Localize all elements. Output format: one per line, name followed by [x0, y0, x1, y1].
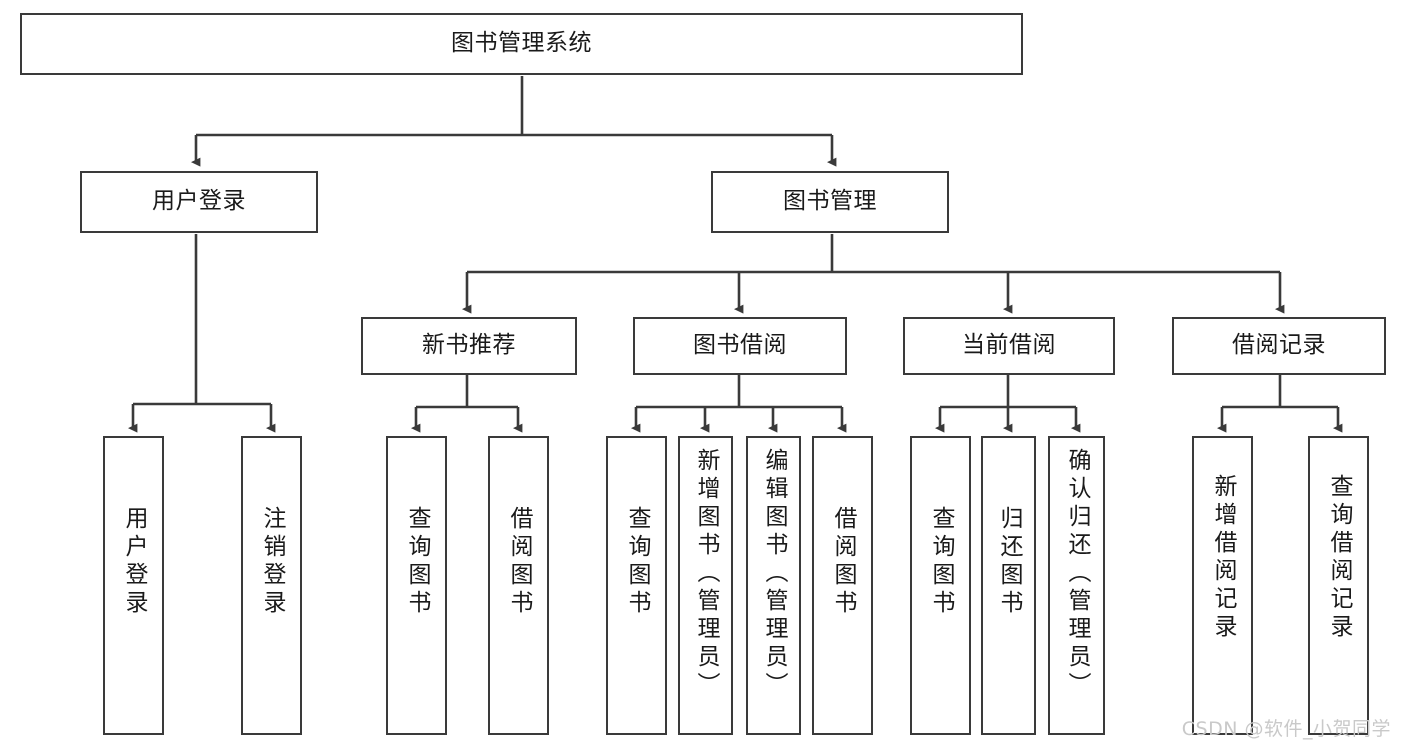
leaf-borrow-book-borrow[interactable]: 借阅图书 [812, 436, 873, 735]
node-label: 查询图书 [928, 506, 954, 618]
csdn-watermark: CSDN @软件_小贺同学 [1181, 718, 1391, 740]
leaf-query-book-borrow[interactable]: 查询图书 [606, 436, 667, 735]
node-borrow-record[interactable]: 借阅记录 [1172, 317, 1386, 375]
node-label: 用户登录 [121, 506, 147, 618]
leaf-borrow-book-recommend[interactable]: 借阅图书 [488, 436, 549, 735]
node-label: 当前借阅 [962, 332, 1056, 359]
node-label: 注销登录 [259, 506, 285, 618]
node-book-management[interactable]: 图书管理 [711, 171, 949, 233]
node-label: 图书管理 [783, 188, 877, 215]
leaf-query-book-recommend[interactable]: 查询图书 [386, 436, 447, 735]
leaf-edit-book-admin[interactable]: 编辑图书（管理员） [746, 436, 801, 735]
node-label: 借阅记录 [1232, 332, 1326, 359]
node-label: 新增借阅记录 [1210, 474, 1236, 642]
node-label: 图书管理系统 [451, 30, 592, 57]
node-label: 新书推荐 [422, 332, 516, 359]
node-label: 查询图书 [404, 506, 430, 618]
node-label: 用户登录 [152, 188, 246, 215]
node-label: 图书借阅 [693, 332, 787, 359]
node-new-book-recommend[interactable]: 新书推荐 [361, 317, 577, 375]
node-current-borrow[interactable]: 当前借阅 [903, 317, 1115, 375]
leaf-return-book[interactable]: 归还图书 [981, 436, 1036, 735]
node-label: 查询借阅记录 [1326, 474, 1352, 642]
node-label: 确认归还（管理员） [1064, 448, 1090, 700]
node-label: 查询图书 [624, 506, 650, 618]
node-label: 借阅图书 [830, 506, 856, 618]
node-label: 编辑图书（管理员） [761, 448, 787, 700]
node-user-login[interactable]: 用户登录 [80, 171, 318, 233]
leaf-confirm-return-admin[interactable]: 确认归还（管理员） [1048, 436, 1105, 735]
leaf-user-login[interactable]: 用户登录 [103, 436, 164, 735]
node-book-borrow[interactable]: 图书借阅 [633, 317, 847, 375]
node-root-book-management-system[interactable]: 图书管理系统 [20, 13, 1023, 75]
node-label: 归还图书 [996, 506, 1022, 618]
leaf-add-book-admin[interactable]: 新增图书（管理员） [678, 436, 733, 735]
leaf-query-book-current[interactable]: 查询图书 [910, 436, 971, 735]
leaf-logout-login[interactable]: 注销登录 [241, 436, 302, 735]
leaf-query-borrow-record[interactable]: 查询借阅记录 [1308, 436, 1369, 735]
leaf-add-borrow-record[interactable]: 新增借阅记录 [1192, 436, 1253, 735]
node-label: 借阅图书 [506, 506, 532, 618]
node-label: 新增图书（管理员） [693, 448, 719, 700]
